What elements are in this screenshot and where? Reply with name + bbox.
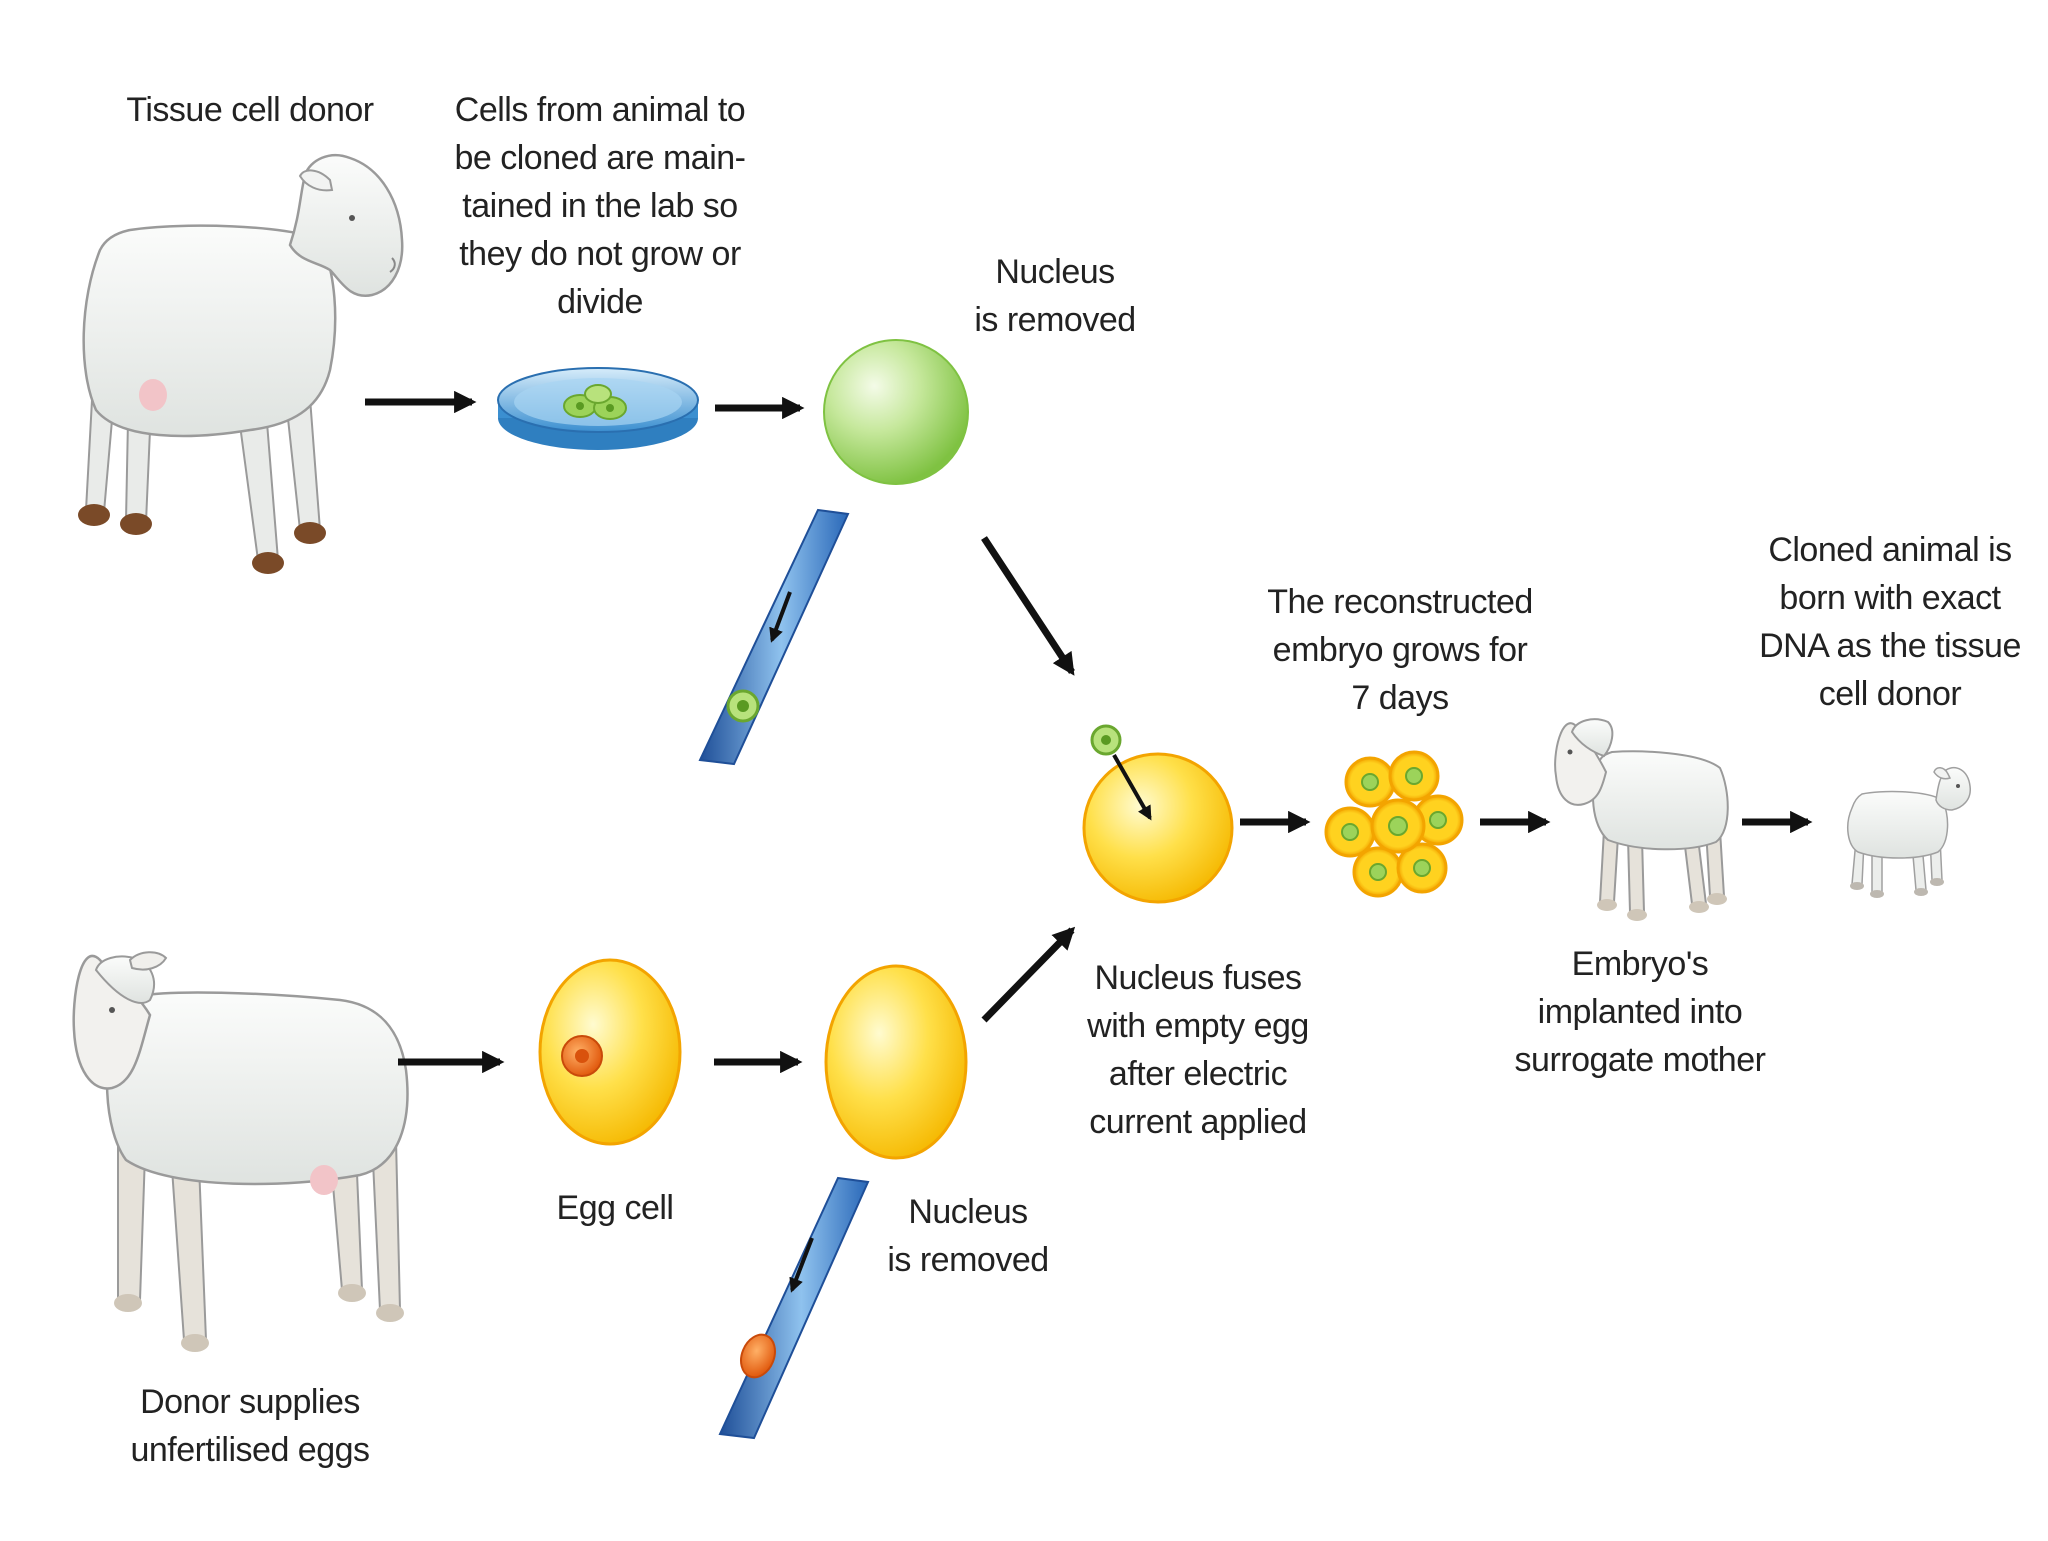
tissue-donor-sheep — [78, 153, 404, 574]
label-nucleus-removed-top: Nucleus is removed — [974, 253, 1136, 339]
enucleated-egg — [824, 964, 968, 1160]
petri-dish — [497, 367, 699, 450]
label-egg-cell: Egg cell — [556, 1189, 674, 1227]
fused-cell — [1082, 724, 1234, 904]
label-tissue-cell-donor: Tissue cell donor — [126, 91, 374, 129]
pipette-top — [698, 508, 850, 766]
label-nucleus-fuses: Nucleus fuses with empty egg after elect… — [1087, 959, 1309, 1141]
label-cloned-animal: Cloned animal is born with exact DNA as … — [1759, 531, 2021, 713]
pipette-bottom — [718, 1176, 870, 1440]
label-cells-maintained: Cells from animal to be cloned are main-… — [454, 91, 746, 321]
arrow-cell-to-fusion — [981, 536, 1075, 676]
embryo-cluster — [1324, 750, 1464, 898]
label-embryo-implanted: Embryo's implanted into surrogate mother — [1514, 945, 1766, 1079]
arrow-empty-egg-to-fusion — [981, 926, 1076, 1023]
label-reconstructed-embryo: The reconstructed embryo grows for 7 day… — [1267, 583, 1533, 717]
label-donor-supplies-eggs: Donor supplies unfertilised eggs — [130, 1383, 370, 1469]
cloned-lamb — [1846, 766, 1971, 898]
egg-cell — [538, 958, 682, 1146]
surrogate-sheep — [1554, 718, 1729, 921]
egg-donor-sheep — [72, 951, 409, 1352]
label-nucleus-removed-bottom: Nucleus is removed — [887, 1193, 1049, 1279]
donor-body-cell — [823, 339, 969, 485]
